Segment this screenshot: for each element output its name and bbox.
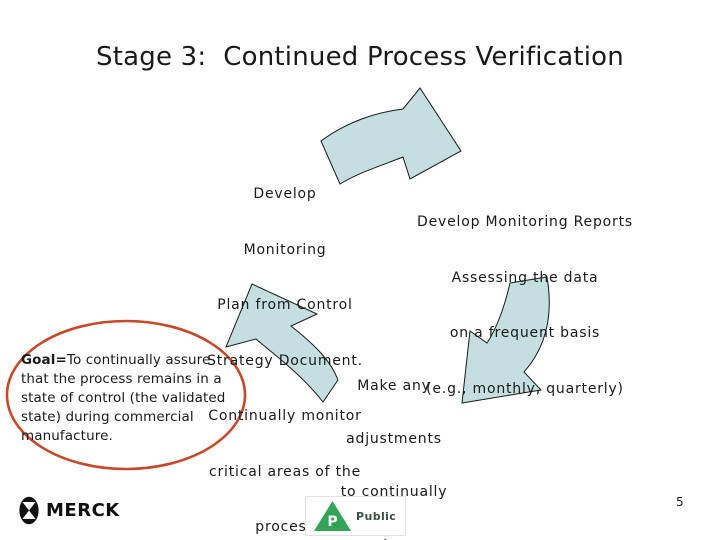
cycle-step-2-text: Develop Monitoring Reports Assessing the… bbox=[392, 176, 658, 435]
text-line: process bbox=[255, 519, 315, 535]
arrow-step1-to-step2-icon bbox=[320, 87, 462, 185]
merck-logo: MERCK bbox=[19, 496, 120, 525]
text-line: (e.g., monthly, quarterly) bbox=[426, 380, 624, 397]
text-line: Monitoring bbox=[243, 241, 327, 258]
text-line: Make any bbox=[357, 377, 431, 394]
text-line: Continually monitor bbox=[208, 408, 362, 424]
text-line: Strategy Document. bbox=[207, 352, 363, 369]
text-line: on a frequent basis bbox=[449, 325, 601, 341]
text-line: Assessing the data bbox=[451, 269, 599, 286]
text-line: that the process remains in a bbox=[21, 371, 222, 387]
arrow-step2-to-step3-icon bbox=[461, 276, 550, 404]
slide-title: Stage 3: Continued Process Verification bbox=[96, 42, 624, 72]
text-line: assure the process bbox=[273, 538, 515, 540]
goal-text: Goal=To continually assure that the proc… bbox=[21, 351, 239, 446]
public-classification-badge: P Public bbox=[305, 496, 406, 536]
page-number: 5 bbox=[676, 495, 684, 509]
text-line: critical areas of the bbox=[208, 463, 362, 480]
text-line: state of control (the validated bbox=[21, 390, 226, 406]
public-triangle-icon: P bbox=[314, 501, 351, 531]
text-line: Develop bbox=[253, 186, 317, 202]
badge-letter: P bbox=[327, 514, 338, 530]
text-line: Goal=To continually assure bbox=[21, 352, 211, 368]
merck-wordmark: MERCK bbox=[46, 500, 120, 521]
text-line: Plan from Control bbox=[217, 297, 353, 313]
text-line: state) during commercial bbox=[21, 409, 194, 425]
merck-mark-icon bbox=[19, 496, 39, 525]
text-line: Develop Monitoring Reports bbox=[417, 214, 633, 230]
goal-highlight-ellipse bbox=[5, 319, 247, 471]
goal-label: Goal= bbox=[21, 352, 67, 368]
text-line: manufacture. bbox=[21, 428, 113, 444]
arrow-step3-to-step1-icon bbox=[225, 283, 339, 403]
cycle-step-1-text: Develop Monitoring Plan from Control Str… bbox=[165, 148, 405, 540]
text-line: adjustments bbox=[346, 430, 442, 447]
badge-label: Public bbox=[356, 509, 397, 523]
